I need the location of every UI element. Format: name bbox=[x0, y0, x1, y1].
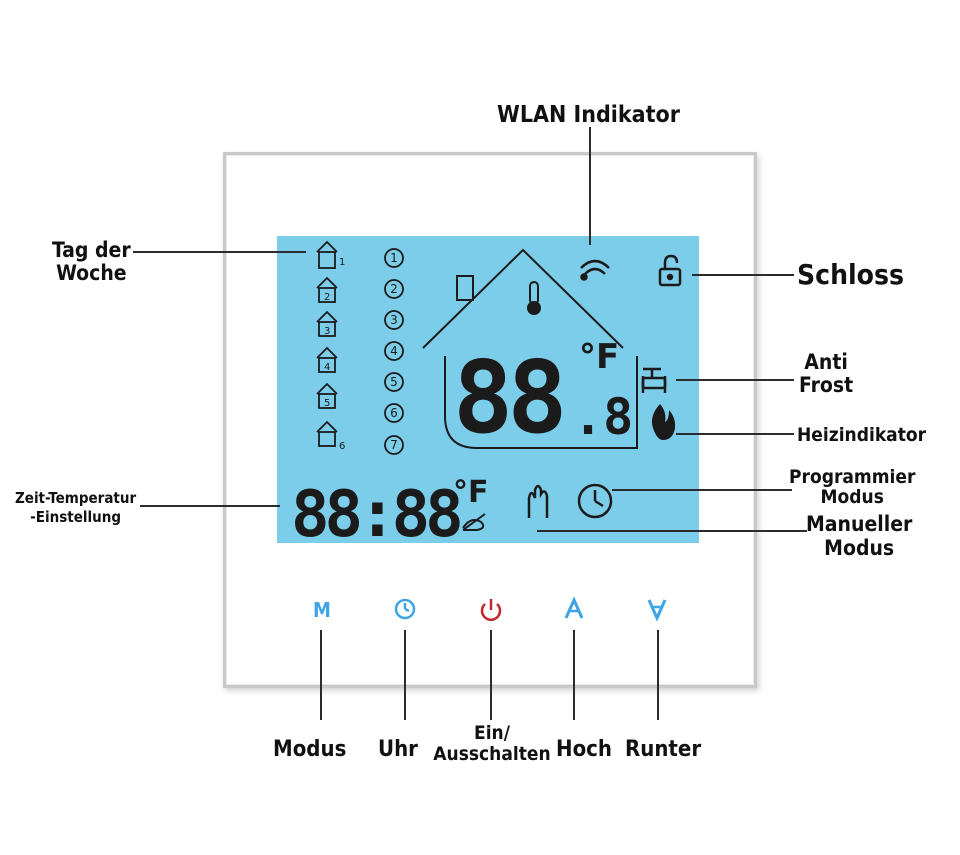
manual-mode-label: Manueller Modus bbox=[806, 512, 913, 560]
day-house-1 bbox=[316, 240, 338, 269]
day-number: 3 bbox=[390, 313, 398, 327]
flame-icon bbox=[651, 404, 676, 440]
time-leader bbox=[140, 505, 280, 507]
day-house-num: 4 bbox=[324, 362, 330, 373]
day-of-week-label: Tag der Woche bbox=[52, 238, 131, 285]
mode-button[interactable]: M bbox=[313, 598, 331, 622]
day-house-3 bbox=[316, 310, 338, 337]
day-number: 5 bbox=[390, 375, 398, 389]
main-temperature: 88 bbox=[453, 339, 561, 456]
clock-leader bbox=[404, 630, 406, 720]
heating-leader bbox=[676, 433, 794, 435]
clock-button[interactable] bbox=[392, 596, 418, 622]
power-button[interactable] bbox=[477, 596, 505, 624]
day-house-icons bbox=[316, 240, 338, 447]
day-house-num: 2 bbox=[324, 292, 330, 303]
heating-label: Heizindikator bbox=[797, 424, 927, 446]
up-label: Hoch bbox=[556, 737, 612, 762]
day-house-4 bbox=[316, 346, 338, 373]
day-house-5 bbox=[316, 382, 338, 409]
wlan-leader bbox=[589, 127, 591, 245]
day-house-2 bbox=[316, 276, 338, 303]
day-house-num: 5 bbox=[324, 398, 330, 409]
up-button[interactable] bbox=[561, 596, 587, 622]
lock-icon bbox=[658, 254, 682, 287]
day-number: 7 bbox=[390, 438, 398, 452]
day-numbers bbox=[384, 248, 404, 455]
thermometer-icon bbox=[527, 281, 541, 315]
lock-leader bbox=[692, 274, 794, 276]
day-house-num: 3 bbox=[324, 326, 330, 337]
day-house-numbers: 1 2 3 4 5 6 bbox=[324, 257, 345, 452]
day-house-6 bbox=[316, 420, 338, 447]
hand-setting-icon bbox=[462, 513, 486, 531]
down-button[interactable] bbox=[644, 596, 670, 622]
antifrost-leader bbox=[676, 379, 794, 381]
valve-icon bbox=[641, 367, 667, 393]
main-temperature-decimal: .8 bbox=[573, 388, 633, 446]
day-house-num: 6 bbox=[339, 441, 345, 452]
down-label: Runter bbox=[625, 737, 702, 762]
program-clock-icon bbox=[577, 483, 613, 519]
time-temp-label: Zeit-Temperatur -Einstellung bbox=[15, 489, 137, 526]
day-number: 6 bbox=[390, 406, 398, 420]
lcd-display bbox=[277, 236, 699, 543]
down-leader bbox=[657, 630, 659, 720]
mode-label: Modus bbox=[273, 737, 347, 762]
up-leader bbox=[573, 630, 575, 720]
wlan-label: WLAN Indikator bbox=[497, 102, 680, 128]
day-number: 2 bbox=[390, 282, 398, 296]
hand-icon bbox=[527, 484, 549, 518]
time-display: 88:88 bbox=[291, 478, 460, 543]
day-leader bbox=[133, 251, 306, 253]
wifi-icon bbox=[580, 259, 610, 281]
program-mode-label: Programmier Modus bbox=[789, 466, 916, 508]
anti-frost-label: Anti Frost bbox=[799, 350, 854, 397]
program-leader bbox=[612, 489, 792, 491]
power-label: Ein/ Ausschalten bbox=[433, 722, 551, 765]
main-temperature-unit: °F bbox=[579, 337, 619, 377]
manual-leader bbox=[537, 530, 807, 532]
lock-label: Schloss bbox=[797, 258, 904, 291]
lcd-graphics: 1 2 3 4 5 6 1 2 3 4 5 6 7 88 .8 °F 88:88… bbox=[291, 240, 682, 543]
clock-label: Uhr bbox=[378, 737, 418, 762]
power-leader bbox=[490, 630, 492, 720]
time-unit: °F bbox=[453, 475, 489, 510]
day-house-num: 1 bbox=[339, 257, 345, 268]
day-number: 4 bbox=[390, 344, 398, 358]
mode-leader bbox=[320, 630, 322, 720]
day-number: 1 bbox=[390, 251, 398, 265]
house-outline-icon bbox=[422, 248, 638, 449]
